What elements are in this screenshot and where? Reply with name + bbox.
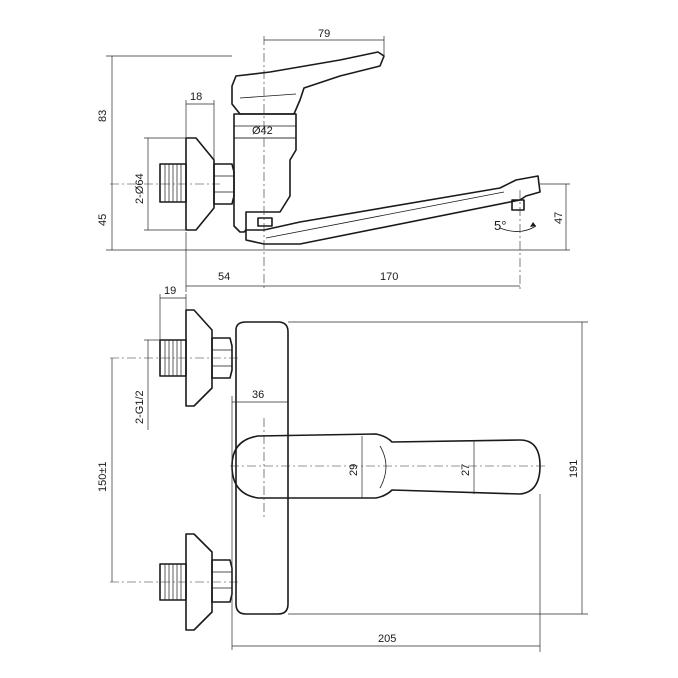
dim-handle-width: 29 <box>348 464 360 476</box>
cartridge-detail <box>257 217 273 227</box>
mixer-body-side <box>233 113 297 233</box>
dim-body-diameter: Ø42 <box>252 125 273 137</box>
dim-flange-thickness-plan: 19 <box>164 285 176 297</box>
hex-nut-upper-plan <box>211 337 233 379</box>
dim-overall-depth: 205 <box>378 633 396 645</box>
dim-spout-length: 170 <box>380 271 398 283</box>
dim-total-height: 83 <box>97 110 109 122</box>
mixer-body-plan <box>235 321 289 615</box>
rosette-upper-plan <box>185 309 213 407</box>
dim-axis-height: 45 <box>97 214 109 226</box>
aerator-side <box>511 199 525 211</box>
dim-overall-width: 191 <box>568 460 580 478</box>
dim-body-depth: 36 <box>252 389 264 401</box>
handle-lever-side <box>231 51 385 115</box>
plan-view <box>110 309 548 631</box>
dim-connection-thread: 2-G1/2 <box>134 390 146 424</box>
dim-center-distance: 150±1 <box>97 461 109 492</box>
dim-flange-thickness-top: 18 <box>190 91 202 103</box>
dimension-labels: 79 83 18 Ø42 2-Ø64 45 47 5° 54 170 19 2-… <box>97 28 580 645</box>
dim-wall-to-axis: 54 <box>218 271 230 283</box>
dim-spout-angle: 5° <box>494 218 506 233</box>
spout-side <box>245 175 541 245</box>
dim-outlet-height: 47 <box>553 212 565 224</box>
dim-rosette-diameter: 2-Ø64 <box>134 173 146 204</box>
plan-dimension-lines <box>111 294 588 652</box>
dim-spout-width: 27 <box>460 464 472 476</box>
thread-lines-side <box>164 164 182 202</box>
side-elevation <box>110 36 541 290</box>
side-dimension-lines <box>106 36 570 292</box>
dim-handle-reach: 79 <box>318 28 330 40</box>
hex-nut-lower-plan <box>211 559 233 603</box>
rosette-lower-plan <box>185 533 213 631</box>
